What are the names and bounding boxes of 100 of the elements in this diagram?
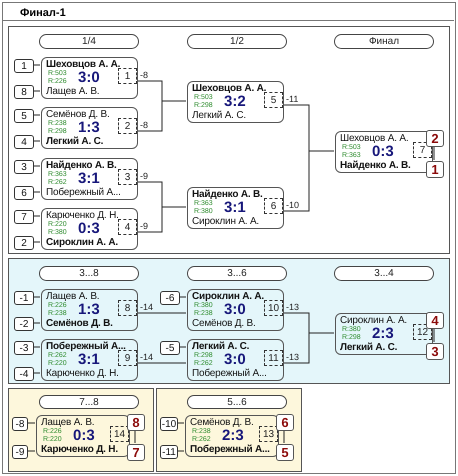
section-panel xyxy=(8,26,450,254)
round-header: 1/4 xyxy=(39,34,139,49)
player-name: Найденко А. В. xyxy=(46,160,117,171)
bracket-line xyxy=(136,206,186,232)
player-name: Легкий А. С. xyxy=(192,341,250,352)
seed-box: -4 xyxy=(14,367,34,381)
match-score: 2:3 xyxy=(222,427,244,444)
bracket-line xyxy=(32,114,40,116)
match-card xyxy=(187,187,284,229)
place-badge: 5 xyxy=(276,444,294,461)
match-score: 3:1 xyxy=(224,199,246,216)
seed-box: -11 xyxy=(160,445,178,459)
player-name: Лащев А. В. xyxy=(41,417,94,428)
seed-box: 8 xyxy=(14,85,34,99)
edge-label: -8 xyxy=(139,70,150,80)
edge-label: -11 xyxy=(285,94,300,104)
match-number: 10 xyxy=(264,300,283,316)
seed-box: 4 xyxy=(14,135,34,149)
section-panel xyxy=(8,258,450,384)
player-name: Побережный А... xyxy=(46,187,121,198)
player-name: Карюченко Д. Н. xyxy=(46,210,119,221)
player-name: Лащев А. В. xyxy=(46,86,100,97)
seed-box: 2 xyxy=(14,236,34,250)
player-name: Карюченко Д. Н. xyxy=(41,444,118,455)
seed-box: -9 xyxy=(12,445,28,459)
bracket-line xyxy=(32,346,40,348)
match-number: 4 xyxy=(118,219,137,235)
edge-label: -13 xyxy=(285,302,300,312)
player-name: Найденко А. В. xyxy=(192,189,263,200)
match-card xyxy=(41,339,138,381)
edge-label: -14 xyxy=(139,352,154,362)
match-card xyxy=(41,107,138,149)
match-number: 6 xyxy=(264,198,283,214)
bracket-line xyxy=(134,430,136,444)
place-badge: 8 xyxy=(127,414,145,431)
player-name: Сироклин А. А. xyxy=(340,315,408,326)
edge-label: -10 xyxy=(285,200,300,210)
bracket-line xyxy=(32,322,40,324)
bracket-line xyxy=(178,296,186,298)
seed-box: -6 xyxy=(160,291,180,305)
match-score: 2:3 xyxy=(372,325,394,342)
match-number: 3 xyxy=(118,169,137,185)
player-name: Побережный А... xyxy=(190,444,270,455)
player-name: Семёнов Д. В. xyxy=(46,318,113,329)
player-name: Легкий А. С. xyxy=(340,342,398,353)
place-badge: 3 xyxy=(426,343,444,360)
bracket-line xyxy=(136,100,186,132)
edge-label: -13 xyxy=(285,352,300,362)
seed-box: 7 xyxy=(14,210,34,224)
player-name: Карюченко Д. Н. xyxy=(46,368,119,379)
player-name: Легкий А. С. xyxy=(46,136,104,147)
player-name: Шеховцов А. А. xyxy=(340,133,408,144)
player-name: Побережный А... xyxy=(46,341,126,352)
round-header: Финал xyxy=(334,34,434,49)
section-panel xyxy=(8,388,154,472)
player-name: Семёнов Д. В. xyxy=(46,109,110,120)
player-name: Лащев А. В. xyxy=(46,291,100,302)
player-name: Сироклин А. А. xyxy=(192,216,260,227)
bracket-line xyxy=(282,150,334,212)
round-header: 3...8 xyxy=(39,266,139,281)
match-number: 9 xyxy=(118,350,137,366)
bracket-line xyxy=(26,422,36,424)
edge-label: -14 xyxy=(139,302,154,312)
match-score: 3:1 xyxy=(78,170,100,187)
edge-label: -9 xyxy=(139,171,150,181)
place-badge: 4 xyxy=(426,312,444,329)
match-card xyxy=(41,57,138,99)
match-score: 1:3 xyxy=(78,301,100,318)
place-badge: 7 xyxy=(127,444,145,461)
bracket-line xyxy=(178,346,186,348)
seed-box: -2 xyxy=(14,317,34,331)
seed-box: -8 xyxy=(12,417,28,431)
player-name: Шеховцов А. А. xyxy=(46,59,120,70)
place-badge: 2 xyxy=(426,130,444,147)
match-score: 0:3 xyxy=(372,143,394,160)
edge-label: -8 xyxy=(139,120,150,130)
diagram-title: Финал-1 xyxy=(20,7,66,19)
player-name: Семёнов Д. В. xyxy=(190,417,254,428)
player-name: Сироклин А. А. xyxy=(192,291,264,302)
bracket-line xyxy=(32,372,40,374)
bracket-line xyxy=(136,312,186,314)
seed-box: -10 xyxy=(160,417,178,431)
seed-box: 5 xyxy=(14,109,34,123)
match-score: 0:3 xyxy=(78,220,100,237)
match-score: 3:0 xyxy=(224,351,246,368)
match-score: 1:3 xyxy=(78,119,100,136)
seed-box: 1 xyxy=(14,59,34,73)
match-score: 3:0 xyxy=(78,69,100,86)
seed-box: -5 xyxy=(160,341,180,355)
bracket-line xyxy=(26,450,36,452)
bracket-line xyxy=(32,64,40,66)
bracket-line xyxy=(282,332,334,364)
seed-box: 3 xyxy=(14,160,34,174)
round-header: 5...6 xyxy=(187,395,287,409)
place-badge: 1 xyxy=(426,161,444,178)
match-number: 11 xyxy=(264,350,283,366)
player-name: Сироклин А. А. xyxy=(46,237,118,248)
section-panel xyxy=(156,388,302,472)
seed-box: 6 xyxy=(14,186,34,200)
player-name: Семёнов Д. В. xyxy=(192,318,256,329)
